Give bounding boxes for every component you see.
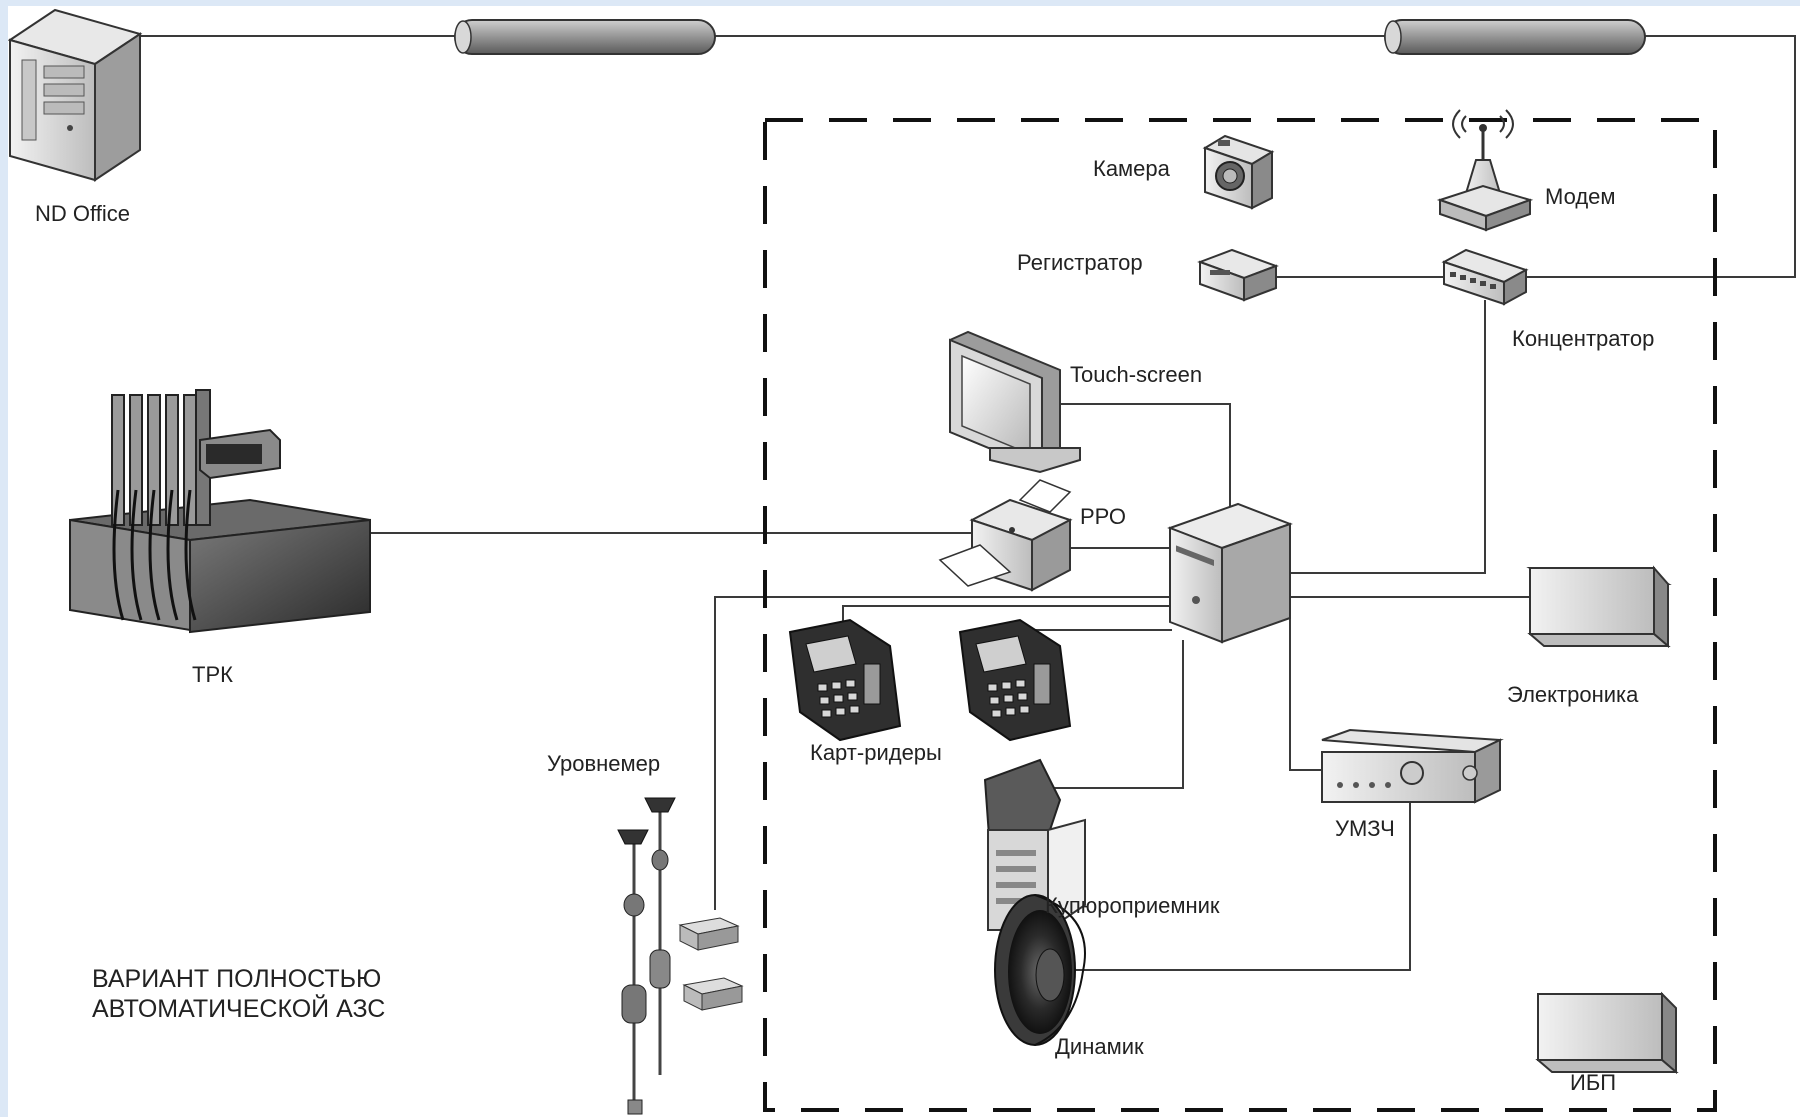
fiscal-printer-icon bbox=[938, 479, 1073, 592]
speaker-label: Динамик bbox=[1055, 1034, 1144, 1059]
bill-acceptor-label: Купюроприемник bbox=[1045, 893, 1220, 918]
electronics-label: Электроника bbox=[1507, 682, 1639, 707]
level-probe-icon bbox=[617, 797, 744, 1115]
equipment-box-icon bbox=[1535, 991, 1679, 1075]
touch-monitor-icon bbox=[949, 330, 1081, 474]
wifi-modem-icon bbox=[1436, 109, 1534, 232]
junction-box-icon bbox=[678, 917, 744, 1011]
touch-screen-label: Touch-screen bbox=[1070, 362, 1203, 387]
cable-tube-icon bbox=[454, 19, 716, 55]
dvr-recorder-icon bbox=[1197, 248, 1279, 302]
concentrator-label: Концентратор bbox=[1512, 326, 1655, 351]
diagram-caption: ВАРИАНТ ПОЛНОСТЬЮ АВТОМАТИЧЕСКОЙ АЗС bbox=[92, 964, 385, 1024]
card-reader-icon bbox=[788, 618, 902, 742]
card-reader-icon bbox=[958, 618, 1072, 742]
rro-label: РРО bbox=[1080, 504, 1126, 529]
cable-tube-icon bbox=[1384, 19, 1646, 55]
amplifier-label: УМЗЧ bbox=[1335, 816, 1395, 841]
caption-line-2: АВТОМАТИЧЕСКОЙ АЗС bbox=[92, 995, 386, 1023]
trk-label: ТРК bbox=[192, 662, 233, 687]
pc-tower-icon bbox=[1167, 502, 1293, 644]
speaker-icon bbox=[994, 894, 1086, 1046]
amplifier-icon bbox=[1321, 728, 1504, 804]
server-tower-icon bbox=[7, 8, 143, 182]
level-gauge-label: Уровнемер bbox=[547, 751, 661, 776]
caption-line-1: ВАРИАНТ ПОЛНОСТЬЮ bbox=[92, 965, 382, 993]
card-readers-label: Карт-ридеры bbox=[810, 740, 942, 765]
equipment-box-icon bbox=[1526, 565, 1672, 649]
connection-lines bbox=[140, 35, 1796, 971]
camera-icon bbox=[1202, 134, 1275, 210]
station-boundary bbox=[763, 118, 1717, 1112]
nd-office-label: ND Office bbox=[35, 201, 130, 226]
ups-label: ИБП bbox=[1570, 1070, 1617, 1095]
modem-label: Модем bbox=[1545, 184, 1616, 209]
camera-label: Камера bbox=[1093, 156, 1170, 181]
fuel-dispenser-icon bbox=[69, 389, 371, 634]
registrator-label: Регистратор bbox=[1017, 250, 1143, 275]
network-hub-icon bbox=[1441, 248, 1529, 306]
